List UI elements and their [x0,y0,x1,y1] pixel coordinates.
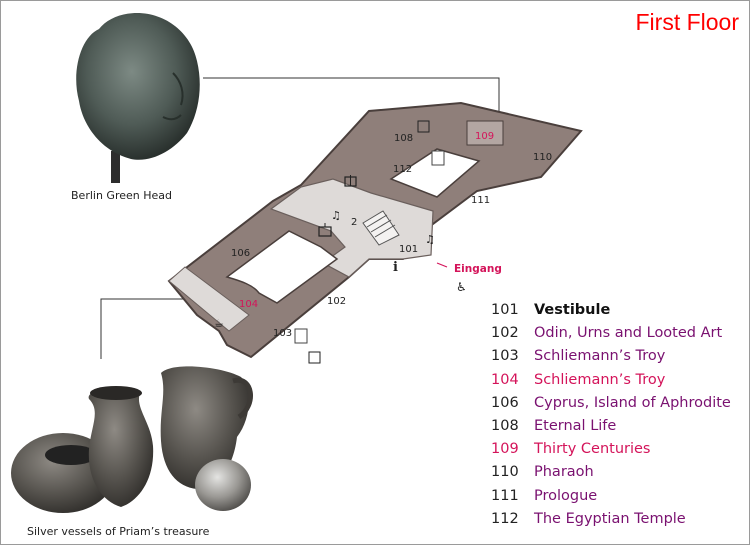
green-head-image [76,13,200,183]
elevator-icon-south [294,328,308,344]
elevator-icon-north [431,150,445,166]
cafe-icon: ☕ [214,317,224,330]
room-104: 104 [239,299,258,310]
cloakroom-icon [318,223,332,237]
floor-title: First Floor [635,9,740,35]
info-icon: i [393,260,398,275]
corridor-area [269,178,434,278]
stair-level: 2 [351,217,357,228]
caption-green-head: Berlin Green Head [71,189,172,202]
wheelchair-icon: ♿ [456,280,467,294]
room-102: 102 [327,296,346,307]
corridor-west [168,266,250,332]
room-108: 108 [394,133,413,144]
audio-guide-icon-2: ♫ [425,233,435,246]
room-109-highlight [466,120,504,146]
entrance-label: Eingang [454,263,502,275]
room-103: 103 [273,328,292,339]
caption-vessels: Silver vessels of Priam’s treasure [27,525,210,538]
courtyard-north [389,148,481,198]
vessels-image [11,366,253,513]
entrance-arrow-icon [436,262,448,268]
stairs-icon [362,210,400,246]
room-111: 111 [471,195,490,206]
room-110: 110 [533,152,552,163]
audio-guide-icon: ♫ [331,209,341,222]
room-112: 112 [393,164,412,175]
room-101: 101 [399,244,418,255]
room-109: 109 [475,131,494,142]
building-plan: 108 109 110 112 111 106 101 104 102 103 … [167,101,583,359]
courtyard-south [225,230,339,304]
toilets-icon [308,120,430,364]
gift-icon [344,175,357,187]
room-106: 106 [231,248,250,259]
